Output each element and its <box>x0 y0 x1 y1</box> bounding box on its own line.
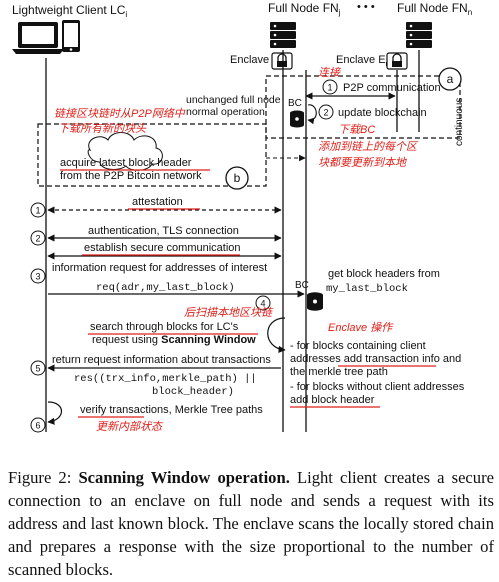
step-5-badge <box>30 360 46 376</box>
verify-label: verify transactions, Merkle Tree paths <box>80 404 263 416</box>
badge-a-label: a <box>447 72 454 86</box>
client-background-box <box>37 123 267 187</box>
ellipsis-dots: • • • <box>357 1 375 13</box>
p2p-communication-label: P2P communication <box>343 82 441 94</box>
server-j-icon <box>270 22 296 48</box>
enclave-n-lock-icon <box>386 52 408 70</box>
cloud-icon <box>87 132 163 171</box>
info-request-label: information request for addresses of int… <box>52 262 267 274</box>
establish-secure-label: establish secure communication <box>84 242 241 254</box>
unchanged-node-line2: normal operation <box>186 106 265 118</box>
step-2-badge <box>30 230 46 246</box>
bc-label-top: BC <box>288 98 302 109</box>
res-line2: block_header) <box>152 386 234 398</box>
get-headers-line1: get block headers from <box>328 268 440 280</box>
get-headers-line2: my_last_block <box>326 283 408 295</box>
acquire-header-line2: from the P2P Bitcoin network <box>60 170 202 182</box>
badge-a <box>438 67 462 91</box>
step-1-num: 1 <box>35 206 40 216</box>
step-1-badge <box>30 202 46 218</box>
unchanged-node-line1: unchanged full node <box>186 94 281 106</box>
light-client-title: Lightweight Client LCi <box>12 3 127 19</box>
scan-loop-arrow <box>267 317 286 354</box>
continuous-operation-box <box>265 75 461 139</box>
bullet2-line1: - for blocks without client addresses <box>290 381 465 393</box>
res-line1: res((trx_info,merkle_path) || <box>74 373 257 385</box>
annotation-update-local-1: 添加到链上的每个区 <box>318 140 419 153</box>
step-4-badge <box>255 295 271 311</box>
handwritten-annotations: 连接 链接区块链时从P2P网络中 下载所有新的块头 下载BC 添加到链上的每个区… <box>54 66 419 433</box>
sequence-diagram: Lightweight Client LCi Full Node FNj • •… <box>12 1 472 433</box>
blockchain-db-icon-top <box>290 110 304 128</box>
step-5-num: 5 <box>35 364 40 374</box>
badge-b-label: b <box>234 171 241 185</box>
annotation-underlines <box>60 169 436 418</box>
step-6-badge <box>30 417 46 433</box>
laptop-phone-icon <box>12 20 80 54</box>
req-call-label: req(adr,my_last_block) <box>96 282 235 294</box>
badge-b <box>225 166 249 190</box>
search-line2: request using Scanning Window <box>92 334 256 346</box>
annotation-scan-local: 后扫描本地区块链 <box>184 306 274 319</box>
step-a2-num: 2 <box>323 108 328 118</box>
update-blockchain-label: update blockchain <box>338 107 427 119</box>
enclave-j-lock-icon <box>271 52 293 70</box>
verify-loop-arrow <box>47 401 63 425</box>
caption-title: Scanning Window operation. <box>78 468 290 487</box>
bullet1-line3: the merkle tree path <box>290 366 388 378</box>
attestation-label: attestation <box>132 196 183 208</box>
step-a1-num: 1 <box>327 83 332 93</box>
enclave-n-label: Enclave En <box>336 54 390 68</box>
annotation-download-headers-1: 链接区块链时从P2P网络中 <box>54 107 186 120</box>
update-loop-arrow <box>307 104 317 125</box>
caption-label: Figure 2: <box>8 468 79 487</box>
continuous-label: continuous <box>454 98 465 146</box>
bc-label-main: BC <box>295 280 309 291</box>
server-n-icon <box>406 22 432 48</box>
search-line1: search through blocks for LC's <box>90 321 239 333</box>
caption-body: Light client creates a secure connection… <box>8 468 494 579</box>
annotation-download-bc: 下载BC <box>338 123 375 136</box>
bullet1-line2: addresses add transaction info and <box>290 353 461 365</box>
step-3-badge <box>30 268 46 284</box>
step-6-num: 6 <box>35 421 40 431</box>
auth-tls-label: authentication, TLS connection <box>88 225 239 237</box>
full-node-n-title: Full Node FNn <box>397 1 472 17</box>
full-node-j-title: Full Node FNj <box>268 1 341 17</box>
annotation-enclave-op: Enclave 操作 <box>328 321 394 334</box>
acquire-header-line1: acquire latest block header <box>60 157 192 169</box>
annotation-update-local-2: 块都要更新到本地 <box>318 156 407 169</box>
blockchain-db-icon-main <box>307 292 323 311</box>
step-2-num: 2 <box>35 234 40 244</box>
figure-caption: Figure 2: Scanning Window operation. Lig… <box>8 466 494 581</box>
annotation-connect: 连接 <box>318 66 342 79</box>
step-a2-badge <box>318 104 334 120</box>
annotation-update-state: 更新内部状态 <box>96 420 164 433</box>
annotation-download-headers-2: 下载所有新的块头 <box>58 122 147 135</box>
bullet2-line2: add block header <box>290 394 375 406</box>
step-4-num: 4 <box>260 299 265 309</box>
return-info-label: return request information about transac… <box>52 354 271 366</box>
bullet1-line1: - for blocks containing client <box>290 340 426 352</box>
step-3-num: 3 <box>35 272 40 282</box>
